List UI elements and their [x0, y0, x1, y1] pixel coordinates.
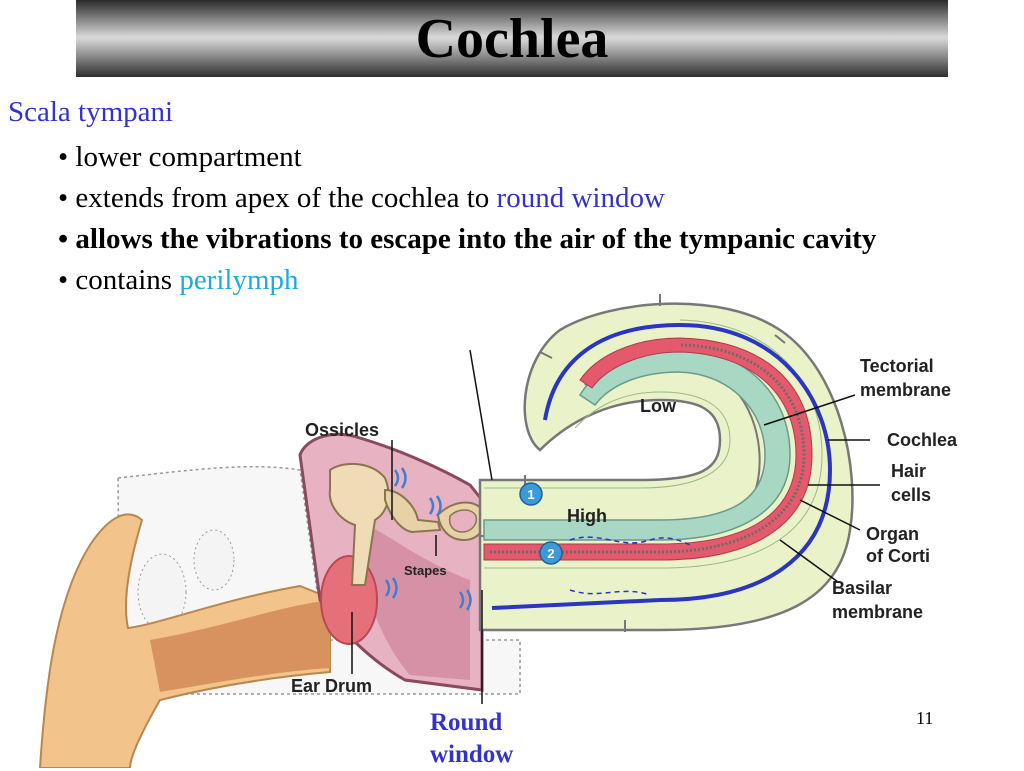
middle-ear-shadow: [360, 520, 470, 680]
bullet-item: • extends from apex of the cochlea to ro…: [58, 178, 876, 219]
bone-detail: [193, 529, 235, 591]
bullet-marker: •: [58, 141, 76, 173]
bullet-list: • lower compartment • extends from apex …: [58, 137, 876, 301]
marker-1-label: 1: [527, 487, 534, 502]
stapes-label: Stapes: [404, 563, 447, 578]
low-label: Low: [640, 396, 677, 416]
hair-cells-label-2: cells: [891, 485, 931, 505]
ossicles-label: Ossicles: [305, 420, 379, 440]
ossicle-stapes-inner: [448, 509, 478, 533]
ear-drum-label: Ear Drum: [291, 676, 372, 696]
bullet-text: contains: [75, 264, 180, 296]
marker-2: [539, 541, 563, 565]
organ-of-corti-label-2: of Corti: [866, 546, 930, 566]
cochlea-label: Cochlea: [887, 430, 958, 450]
basilar-membrane-label-1: Basilar: [832, 578, 892, 598]
ear-canal: [150, 600, 330, 692]
marker-2-label: 2: [547, 546, 554, 561]
round-window-term: round window: [496, 182, 665, 214]
section-heading: Scala tympani: [8, 96, 174, 128]
bullet-text: lower compartment: [75, 141, 302, 173]
leader-lines: [351, 349, 880, 704]
bullet-marker: •: [58, 223, 76, 255]
slide-number: 11: [916, 708, 934, 728]
slide-title: Cochlea: [415, 7, 609, 70]
bullet-item: • lower compartment: [58, 137, 876, 178]
high-label: High: [567, 506, 607, 526]
bullet-item: • allows the vibrations to escape into t…: [58, 219, 876, 260]
round-window-label-line-1: Round: [430, 709, 503, 736]
scala-tympani-outline: [491, 322, 833, 610]
title-bar: Cochlea: [76, 0, 948, 77]
round-window-label: Round window: [430, 707, 530, 771]
bullet-marker: •: [58, 182, 76, 214]
tectorial-membrane-label-1: Tectorial: [860, 356, 934, 376]
tectorial-membrane-label-2: membrane: [860, 380, 951, 400]
ossicle-incus: [384, 488, 442, 534]
wave-dashes: [569, 589, 651, 596]
cochlea-ticks: [524, 294, 786, 632]
wave-dashes: [569, 536, 691, 546]
basilar-membrane-label-2: membrane: [832, 602, 923, 622]
cochlear-duct: [483, 347, 791, 541]
ear-drum: [320, 555, 378, 645]
basilar-membrane-band: [483, 337, 813, 561]
hair-cell-row: [490, 343, 806, 554]
scala-vestibuli: [484, 391, 731, 489]
bone-detail: [137, 553, 187, 631]
bullet-item: • contains perilymph: [58, 260, 876, 301]
bullet-text: allows the vibrations to escape into the…: [75, 223, 877, 255]
scala-tympani: [484, 319, 823, 569]
marker-1: [519, 482, 543, 506]
bullet-text: extends from apex of the cochlea to: [75, 182, 497, 214]
round-window-label-line-2: window: [430, 741, 514, 768]
hair-cells-label-1: Hair: [891, 461, 926, 481]
bullet-marker: •: [58, 264, 76, 296]
perilymph-term: perilymph: [179, 264, 299, 296]
ossicle-malleus: [328, 462, 390, 586]
organ-of-corti-label-1: Organ: [866, 524, 919, 544]
